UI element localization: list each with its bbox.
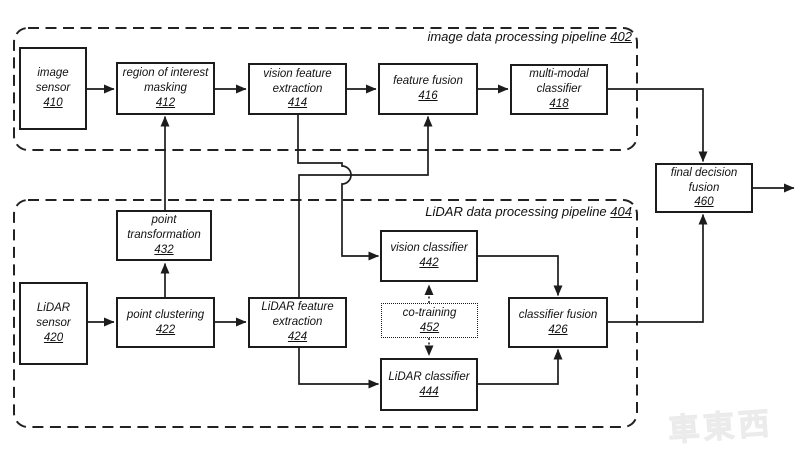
box-number: 424 [287,330,308,343]
box-number: 414 [287,97,308,110]
box-number: 416 [418,90,438,102]
box-number: 420 [43,331,64,344]
final-decision-fusion-box: final decision fusion 460 [655,163,753,213]
box-label: co-training [402,306,457,319]
feature-fusion-box: feature fusion 416 [378,63,478,115]
arrow-vision-feature-extraction-to-vision-classifier [297,115,379,261]
box-label: multi-modal classifier [529,68,589,96]
vision-classifier-box: vision classifier 442 [380,230,478,282]
box-number: 452 [419,321,440,334]
point-clustering-box: point clustering 422 [116,297,215,348]
lidar-sensor-box: LiDAR sensor 420 [19,282,88,365]
arrow-vision-classifier-to-classifier-fusion [478,255,563,296]
image-sensor-box: image sensor 410 [19,47,87,130]
box-number: 410 [43,96,63,109]
roi-masking-box: region of interest masking 412 [116,62,215,115]
box-label: final decision fusion [670,166,738,194]
box-number: 444 [419,385,439,398]
box-number: 460 [694,196,714,209]
lidar-classifier-box: LiDAR classifier 444 [380,358,478,411]
box-label: point clustering [126,308,205,321]
arrow-classifier-fusion-to-final-decision-fusion [608,214,708,323]
box-label: region of interest masking [122,67,209,95]
box-label: classifier fusion [518,308,598,321]
box-label: image sensor [35,67,71,95]
box-number: 412 [155,96,176,109]
box-label: vision classifier [390,242,468,255]
multi-modal-classifier-box: multi-modal classifier 418 [510,64,608,115]
box-number: 426 [548,323,568,336]
lidar-pipeline-label-num: 404 [610,204,632,219]
box-number: 418 [549,97,569,110]
box-number: 432 [154,243,174,256]
box-label: feature fusion [393,75,463,88]
box-label: LiDAR sensor [36,302,71,330]
box-number: 422 [155,323,176,336]
co-training-box: co-training 452 [381,303,478,338]
arrow-lidar-classifier-to-classifier-fusion [478,349,563,385]
image-pipeline-label-text: image data processing pipeline [427,29,607,44]
classifier-fusion-box: classifier fusion 426 [508,297,608,348]
box-label: LiDAR feature extraction [261,301,334,329]
arrow-lidar-feature-extraction-to-lidar-classifier [298,348,379,389]
lidar-feature-extraction-box: LiDAR feature extraction 424 [248,297,347,348]
lidar-pipeline-label-text: LiDAR data processing pipeline [425,204,607,219]
lidar-pipeline-container [13,199,638,428]
lidar-pipeline-label: LiDAR data processing pipeline 404 [380,204,632,219]
vision-feature-extraction-box: vision feature extraction 414 [248,63,347,115]
image-pipeline-label: image data processing pipeline 402 [380,29,632,44]
image-pipeline-label-num: 402 [610,29,632,44]
point-transformation-box: point transformation 432 [116,210,212,261]
image-pipeline-container [13,27,638,151]
box-label: LiDAR classifier [388,370,470,383]
box-label: vision feature extraction [263,67,332,95]
arrow-multi-modal-classifier-to-final-decision-fusion [608,88,708,162]
box-label: point transformation [127,214,201,242]
box-number: 442 [419,257,439,269]
arrow-lidar-feature-extraction-to-feature-fusion [298,116,433,297]
